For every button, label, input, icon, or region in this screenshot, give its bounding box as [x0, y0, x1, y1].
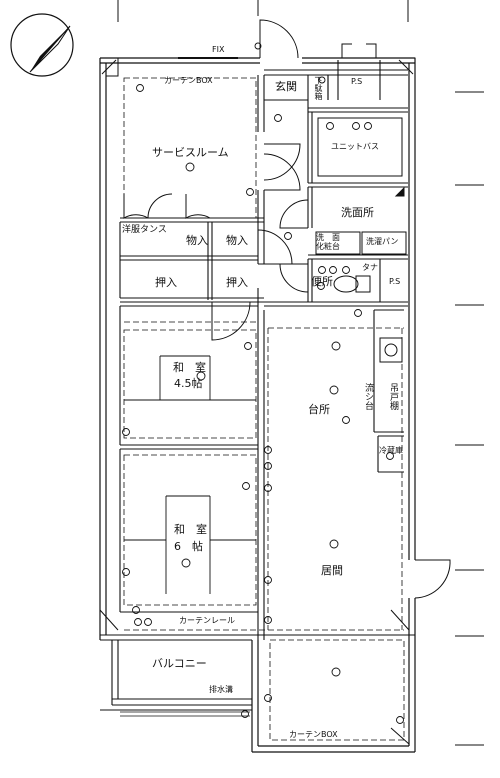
tana-label: タナ — [362, 263, 378, 272]
bathroom-fixtures — [315, 117, 407, 363]
dashed-lines — [123, 77, 405, 741]
shoebox-label: 下駄箱 — [314, 76, 323, 100]
sink-label: 流シ台 — [363, 383, 373, 410]
outer-walls — [99, 57, 416, 753]
interior-walls — [100, 60, 408, 711]
storage-2-label: 物入 — [226, 234, 248, 247]
balcony-label: バルコニー — [152, 657, 207, 670]
oshiire-2-label: 押入 — [226, 276, 248, 289]
kitchen-label: 台所 — [308, 403, 330, 416]
corner-hatches — [99, 57, 416, 745]
unit-bath-label: ユニットバス — [331, 142, 379, 151]
oshiire-1-label: 押入 — [155, 276, 177, 289]
outlet-symbols — [122, 42, 404, 724]
curtain-box-bottom-label: カーテンBOX — [289, 730, 338, 739]
toilet-label: 便所 — [311, 275, 333, 288]
washitsu-large-name: 和 室 — [174, 523, 207, 536]
curtain-box-top-label: カーテンBOX — [164, 76, 213, 85]
drain-grille — [120, 711, 250, 717]
living-label: 居間 — [321, 564, 343, 577]
tatami-lines — [124, 355, 256, 594]
washitsu-large-size: 6 帖 — [174, 540, 203, 553]
washitsu-small-name: 和 室 — [173, 361, 206, 374]
washroom-label: 洗面所 — [341, 206, 374, 219]
service-room-label: サービスルーム — [152, 146, 229, 159]
wash-basin-label: 洗 面 化粧台 — [316, 233, 340, 251]
doors — [123, 19, 451, 599]
grid-ticks — [117, 0, 484, 746]
washing-machine-pan-label: 洗濯パン — [366, 237, 399, 246]
washitsu-small-size: 4.5帖 — [174, 377, 203, 390]
storage-1-label: 物入 — [186, 234, 208, 247]
fridge-label: 冷蔵庫 — [379, 446, 403, 455]
ps-mid-label: P.S — [389, 277, 401, 286]
cupboard-label: 吊戸棚 — [388, 383, 398, 410]
entrance-label: 玄関 — [275, 80, 297, 93]
ps-top-label: P.S — [351, 77, 363, 86]
north-arrow-icon — [10, 13, 74, 77]
curtain-rail-label: カーテンレール — [179, 616, 235, 625]
wardrobe-label: 洋服タンス — [122, 225, 167, 235]
drain-label: 排水溝 — [209, 685, 233, 694]
fix-window-label: FIX — [212, 45, 225, 54]
